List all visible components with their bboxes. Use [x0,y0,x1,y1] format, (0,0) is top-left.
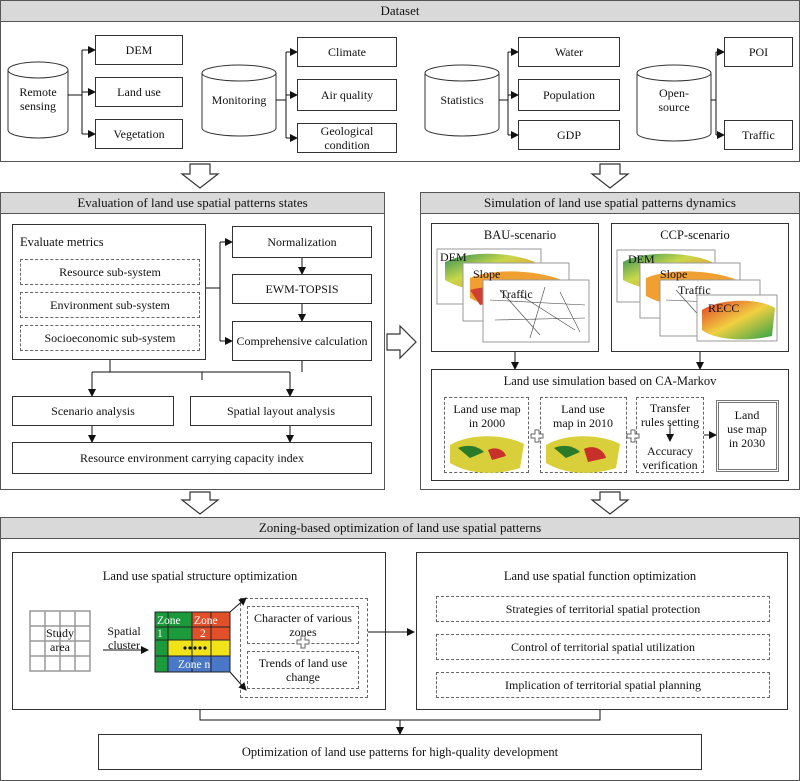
item-gdp: GDP [518,120,620,150]
function-protection: Strategies of territorial spatial protec… [436,596,770,622]
zone-2-label-text: Zone [194,615,218,627]
item-water: Water [518,37,620,67]
comprehensive-calculation-step: Comprehensive calculation [232,321,372,361]
bau-layers [436,248,590,343]
metrics-title: Evaluate metrics [20,235,104,249]
map-2000-label: Land use map in 2000 [453,402,521,430]
source-statistics: Statistics [440,93,484,107]
function-utilization: Control of territorial spatial utilizati… [436,634,770,660]
zoning-title: Zoning-based optimization of land use sp… [1,518,799,539]
environment-subsystem: Environment sub-system [20,292,200,318]
study-area-label-1: Study [46,626,74,640]
item-population: Population [518,79,620,111]
bau-scenario-title: BAU-scenario [483,228,557,242]
source-monitoring: Monitoring [211,93,267,107]
item-geological-condition: Geological condition [297,123,397,153]
bau-layer-slope: Slope [473,267,500,281]
map-2010-label: Land use map in 2010 [553,402,613,430]
zone-n-label: Zone n [178,659,211,671]
character-box: Character of various zones [247,606,359,644]
study-area-grid [29,610,91,672]
zone-group-frame [240,598,368,698]
ccp-layers [616,249,778,342]
zone-1-label-text: Zone [157,615,181,627]
zone-2-number: 2 [200,628,206,640]
function-planning: Implication of territorial spatial plann… [436,672,770,698]
item-air-quality: Air quality [297,79,397,111]
bau-layer-dem: DEM [440,250,467,264]
simulation-title: Simulation of land use spatial patterns … [421,193,799,214]
bau-layer-traffic: Traffic [500,287,533,301]
spatial-cluster-label: Spatial cluster [107,624,141,652]
resource-subsystem: Resource sub-system [20,259,200,285]
item-land-use: Land use [95,77,183,107]
accuracy-verification-label: Accuracy verification [642,444,698,472]
dataset-title: Dataset [1,1,799,22]
land-use-map-2000 [450,436,524,473]
structure-title: Land use spatial structure optimization [102,569,298,583]
socioeconomic-subsystem: Socioeconomic sub-system [20,325,200,351]
spatial-layout-analysis: Spatial layout analysis [190,396,372,426]
transfer-rules-label: Transfer rules setting [640,401,700,429]
function-title: Land use spatial function optimization [503,569,697,583]
hollow-arrows [180,163,630,515]
database-icon-monitoring [201,73,277,137]
ccp-layer-traffic: Traffic [678,283,711,297]
map-2030-box [716,400,779,472]
study-area-label-2: area [50,640,71,654]
source-remote-sensing: Remote sensing [19,85,57,113]
trends-box: Trends of land use change [247,651,359,689]
database-icon-open-source [636,73,712,142]
item-traffic: Traffic [724,120,793,150]
item-vegetation: Vegetation [95,119,183,149]
database-icon-remote-sensing [7,70,69,139]
database-icon-statistics [424,73,500,137]
ccp-scenario-title: CCP-scenario [660,228,730,242]
source-open-source: Open-source [658,86,690,114]
normalization-step: Normalization [232,226,372,258]
zone-1-number: 1 [157,628,163,640]
carrying-capacity-index: Resource environment carrying capacity i… [12,442,372,474]
ccp-layer-slope: Slope [660,267,687,281]
item-climate: Climate [297,37,397,67]
map-2030-label: Land use map in 2030 [727,408,767,450]
evaluation-title: Evaluation of land use spatial patterns … [1,193,384,214]
camarkov-title: Land use simulation based on CA-Markov [503,374,717,388]
final-optimization-box: Optimization of land use patterns for hi… [98,734,702,770]
ccp-layer-recc: RECC [708,301,739,315]
ccp-layer-dem: DEM [628,252,655,266]
land-use-map-2010 [546,436,620,473]
